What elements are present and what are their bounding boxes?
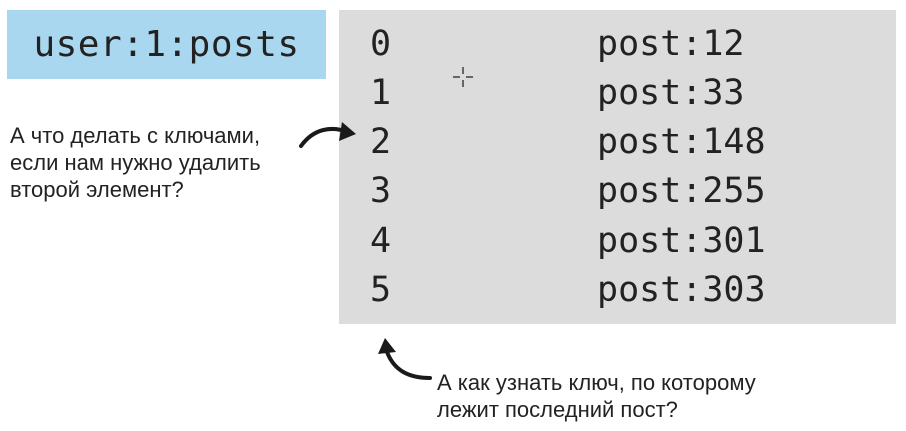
list-index: 1 bbox=[370, 73, 392, 113]
list-index: 4 bbox=[370, 221, 392, 261]
list-index: 2 bbox=[370, 122, 392, 162]
list-row: 3 post:255 bbox=[339, 171, 896, 219]
annotation-last-key-question: А как узнать ключ, по которому лежит пос… bbox=[437, 369, 897, 423]
curved-arrow-icon bbox=[378, 338, 432, 380]
key-box: user:1:posts bbox=[7, 10, 326, 79]
curved-arrow-icon bbox=[299, 122, 356, 148]
list-row: 5 post:303 bbox=[339, 270, 896, 318]
annotation-line: если нам нужно удалить bbox=[10, 150, 261, 175]
list-index: 3 bbox=[370, 171, 392, 211]
list-value: post:301 bbox=[597, 221, 766, 261]
annotation-line: второй элемент? bbox=[10, 177, 184, 202]
annotation-line: А что делать с ключами, bbox=[10, 123, 261, 148]
key-label: user:1:posts bbox=[33, 24, 300, 65]
annotation-line: А как узнать ключ, по которому bbox=[437, 370, 756, 395]
list-value: post:148 bbox=[597, 122, 766, 162]
list-value: post:12 bbox=[597, 24, 745, 64]
list-row: 0 post:12 bbox=[339, 24, 896, 72]
list-value: post:33 bbox=[597, 73, 745, 113]
list-index: 5 bbox=[370, 270, 392, 310]
list-panel: 0 post:12 1 post:33 2 post:148 3 post:25… bbox=[339, 10, 896, 324]
crosshair-cursor-icon bbox=[453, 67, 473, 87]
list-row: 1 post:33 bbox=[339, 73, 896, 121]
list-index: 0 bbox=[370, 24, 392, 64]
list-value: post:303 bbox=[597, 270, 766, 310]
annotation-delete-question: А что делать с ключами, если нам нужно у… bbox=[10, 122, 310, 203]
list-value: post:255 bbox=[597, 171, 766, 211]
list-row: 2 post:148 bbox=[339, 122, 896, 170]
annotation-line: лежит последний пост? bbox=[437, 397, 678, 422]
list-row: 4 post:301 bbox=[339, 221, 896, 269]
